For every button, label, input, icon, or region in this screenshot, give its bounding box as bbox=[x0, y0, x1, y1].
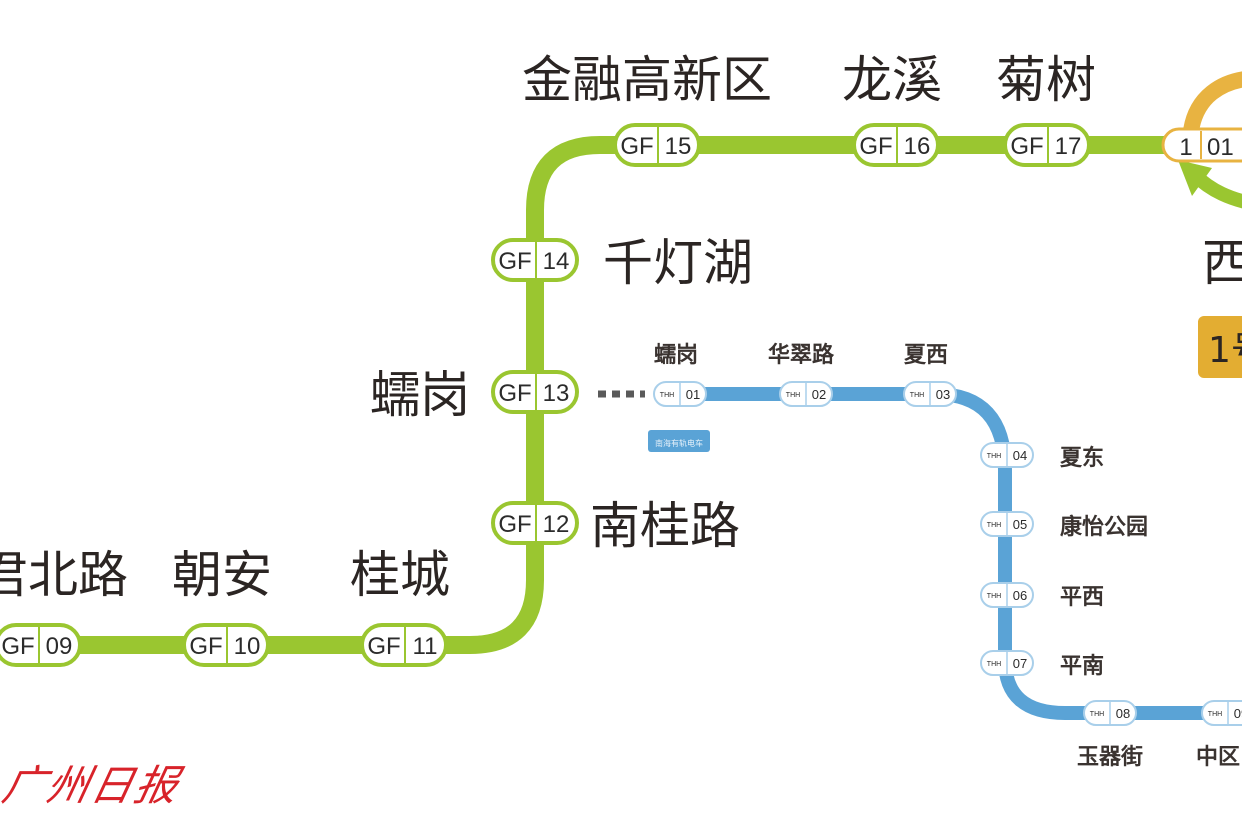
station-prefix: THH bbox=[1090, 711, 1104, 718]
station-badge-gf13[interactable]: GF 13 bbox=[491, 370, 579, 414]
station-name-thh03: 夏西 bbox=[904, 343, 948, 368]
station-name-thh06: 平西 bbox=[1060, 585, 1104, 610]
station-code: 06 bbox=[1013, 588, 1027, 603]
station-prefix: THH bbox=[987, 522, 1001, 529]
station-code: 07 bbox=[1013, 656, 1027, 671]
tram-line-badge: 南海有轨电车 bbox=[648, 430, 710, 452]
station-prefix: THH bbox=[1208, 711, 1222, 718]
station-badge-thh09[interactable]: THH 09 bbox=[1201, 700, 1242, 726]
station-code: 09 bbox=[1234, 706, 1242, 721]
station-prefix: GF bbox=[620, 133, 653, 160]
station-code: 05 bbox=[1013, 517, 1027, 532]
station-prefix: GF bbox=[498, 248, 531, 275]
station-prefix: THH bbox=[987, 593, 1001, 600]
station-badge-thh03[interactable]: THH 03 bbox=[903, 381, 957, 407]
station-name-gf17: 菊树 bbox=[996, 51, 1096, 109]
station-badge-thh08[interactable]: THH 08 bbox=[1083, 700, 1137, 726]
station-name-gf11: 桂城 bbox=[350, 546, 450, 604]
station-badge-thh05[interactable]: THH 05 bbox=[980, 511, 1034, 537]
station-name-gf12: 南桂路 bbox=[590, 497, 740, 555]
station-badge-gf10[interactable]: GF 10 bbox=[182, 623, 270, 667]
station-badge-gf12[interactable]: GF 12 bbox=[491, 501, 579, 545]
station-prefix: GF bbox=[367, 633, 400, 660]
station-code: 08 bbox=[1116, 706, 1130, 721]
line1-prefix: 1 bbox=[1179, 134, 1192, 161]
station-prefix: GF bbox=[1, 633, 34, 660]
station-name-gf13: 蠕岗 bbox=[370, 366, 470, 424]
station-code: 16 bbox=[904, 133, 931, 160]
arrow-head-icon bbox=[1178, 160, 1212, 196]
station-name-thh04: 夏东 bbox=[1060, 445, 1104, 471]
station-name-gf10: 朝安 bbox=[172, 546, 272, 604]
station-prefix: GF bbox=[498, 511, 531, 538]
line1-badge: 1号 bbox=[1198, 316, 1242, 378]
station-badge-gf16[interactable]: GF 16 bbox=[852, 123, 940, 167]
station-name-thh05: 康怡公园 bbox=[1060, 514, 1148, 540]
station-code: 01 bbox=[686, 387, 700, 402]
station-name-thh01: 蠕岗 bbox=[654, 343, 698, 368]
station-name-gf14: 千灯湖 bbox=[603, 234, 753, 292]
station-badge-gf15[interactable]: GF 15 bbox=[613, 123, 701, 167]
station-prefix: THH bbox=[987, 661, 1001, 668]
station-prefix: GF bbox=[189, 633, 222, 660]
station-code: 11 bbox=[413, 633, 438, 660]
station-badge-thh02[interactable]: THH 02 bbox=[779, 381, 833, 407]
station-code: 17 bbox=[1055, 133, 1082, 160]
station-badge-gf17[interactable]: GF 17 bbox=[1003, 123, 1091, 167]
station-code: 10 bbox=[234, 633, 261, 660]
station-name-gf16: 龙溪 bbox=[842, 51, 942, 109]
station-prefix: THH bbox=[786, 392, 800, 399]
station-badge-line1-01[interactable]: 1 01 bbox=[1161, 127, 1242, 163]
tram-line-badge-text: 南海有轨电车 bbox=[655, 438, 703, 448]
station-badge-thh06[interactable]: THH 06 bbox=[980, 582, 1034, 608]
station-code: 12 bbox=[543, 511, 570, 538]
station-code: 04 bbox=[1013, 448, 1027, 463]
station-badge-thh04[interactable]: THH 04 bbox=[980, 442, 1034, 468]
station-name-thh09: 中区 bbox=[1196, 745, 1240, 770]
station-name-line1: 西 bbox=[1202, 234, 1242, 292]
station-badge-gf14[interactable]: GF 14 bbox=[491, 238, 579, 282]
station-prefix: GF bbox=[859, 133, 892, 160]
station-badge-thh07[interactable]: THH 07 bbox=[980, 650, 1034, 676]
line1-badge-text: 1号 bbox=[1208, 330, 1242, 371]
station-code: 02 bbox=[812, 387, 826, 402]
station-name-thh08: 玉器街 bbox=[1077, 744, 1143, 770]
station-badge-gf09[interactable]: GF 09 bbox=[0, 623, 82, 667]
station-code: 15 bbox=[665, 133, 692, 160]
station-code: 14 bbox=[543, 248, 570, 275]
station-prefix: THH bbox=[910, 392, 924, 399]
station-name-thh07: 平南 bbox=[1060, 654, 1104, 679]
station-badge-gf11[interactable]: GF 11 bbox=[360, 623, 448, 667]
guangzhou-daily-logo: 广州日报 bbox=[0, 761, 185, 810]
station-name-thh02: 华翠路 bbox=[768, 342, 835, 368]
station-code: 03 bbox=[936, 387, 950, 402]
tram-line-track bbox=[665, 387, 1242, 720]
station-prefix: GF bbox=[498, 380, 531, 407]
station-prefix: GF bbox=[1010, 133, 1043, 160]
station-code: 09 bbox=[46, 633, 73, 660]
station-code: 13 bbox=[543, 380, 570, 407]
station-badge-thh01[interactable]: THH 01 bbox=[653, 381, 707, 407]
station-prefix: THH bbox=[660, 392, 674, 399]
station-name-gf15: 金融高新区 bbox=[522, 51, 772, 109]
line1-code: 01 bbox=[1207, 134, 1234, 161]
station-name-gf09: 君北路 bbox=[0, 546, 128, 604]
station-prefix: THH bbox=[987, 453, 1001, 460]
